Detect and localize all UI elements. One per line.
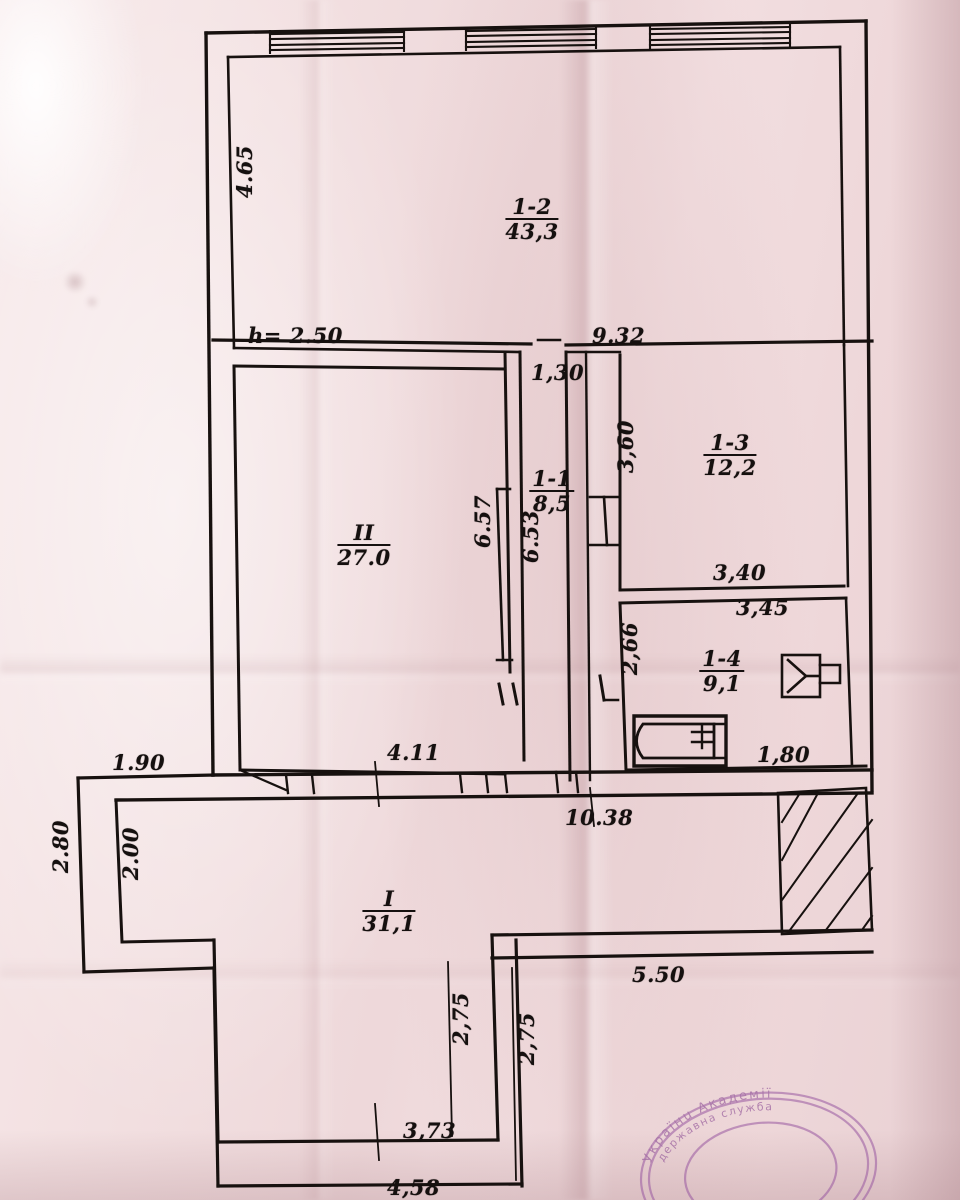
wall-divider-right-of-corridor [564, 339, 874, 347]
dim-3-60: 3,60 [613, 420, 638, 474]
wall-pier-e [503, 772, 509, 794]
paper-smudge-2 [84, 296, 100, 308]
room-area: 43,3 [505, 219, 559, 245]
wall-tick-a [238, 768, 288, 792]
door-opening-mark-b [511, 682, 519, 706]
wall-room-II-left [232, 364, 242, 772]
wall-upper-right-inner [838, 45, 846, 347]
dim-3-40: 3,40 [713, 560, 767, 585]
wall-1-3-bottom [618, 584, 846, 592]
dim-2-80: 2.80 [48, 820, 73, 874]
room-area: 8,5 [532, 491, 572, 517]
dim-6-57: 6.57 [470, 495, 495, 549]
wall-I-right-outer [514, 938, 524, 1188]
wall-pier-a [284, 773, 290, 795]
dim-4-11: 4.11 [387, 740, 441, 765]
dim-1-80: 1,80 [757, 742, 811, 767]
wall-I-bottom-right [490, 928, 874, 937]
dim-2-66: 2,66 [617, 622, 642, 676]
dim-1-90: 1.90 [112, 750, 166, 775]
wall-I-bottom-right-outer [490, 950, 874, 960]
wall-pier-g [574, 770, 580, 794]
wall-pier-c [458, 772, 464, 794]
wall-pier-b [310, 773, 316, 795]
dim-h: h= 2.50 [248, 323, 343, 348]
wall-room-II-top [232, 364, 507, 371]
sink-fixture [780, 653, 842, 699]
wall-mid-horizontal-inner [114, 791, 874, 802]
room-number: I [362, 888, 416, 913]
dim-2-75-a: 2,75 [448, 992, 473, 1046]
wall-upper-left-inner [226, 55, 236, 350]
paper-crease-vertical-2 [300, 0, 336, 1200]
wall-I-bottom-outer [216, 1182, 524, 1188]
dim-6-53: 6.53 [518, 510, 543, 564]
wall-I-left-inner [114, 798, 124, 944]
wall-pier-d [484, 772, 490, 794]
paper-edge-shadow-right [890, 0, 960, 1200]
wall-corridor-left [503, 350, 512, 674]
room-area: 9,1 [702, 671, 742, 697]
dimension-ticks [374, 761, 595, 1181]
bathtub-fixture [632, 714, 728, 768]
wall-1-4-left [618, 601, 628, 772]
wall-between-1-3-1-4 [602, 495, 609, 547]
room-number: 1-4 [699, 648, 745, 673]
wall-1-3-right [842, 343, 850, 588]
dim-2-00: 2.00 [118, 827, 143, 881]
wall-I-right-inner [490, 933, 500, 1142]
wall-corridor-right [564, 350, 572, 782]
room-number: 1-1 [529, 468, 575, 493]
wall-exterior-left-upper [204, 31, 215, 777]
dim-10-38: 10.38 [565, 805, 634, 830]
dim-5-50: 5.50 [632, 962, 686, 987]
wall-exterior-right-upper [864, 19, 874, 792]
wall-I-far-left [76, 776, 86, 974]
wall-corridor-left-inner [518, 350, 526, 762]
wall-pier-f [554, 770, 560, 794]
wall-I-outer-vertical [212, 966, 220, 1188]
wall-I-inner-step [120, 938, 216, 944]
wall-1-4-right [844, 596, 854, 768]
dim-9-32: 9.32 [592, 323, 646, 348]
wall-1-4-bottom [624, 764, 868, 772]
wall-corridor-right-outer [584, 350, 592, 782]
dim-3-45: 3,45 [736, 595, 790, 620]
window-symbols [268, 22, 792, 55]
room-number: 1-3 [703, 432, 757, 457]
room-area: 27.0 [337, 545, 391, 571]
paper-glare [0, 0, 150, 300]
wall-1-4-top [618, 596, 848, 605]
wall-I-bottom-left [82, 966, 216, 974]
dim-2-75-b: 2,75 [514, 1012, 539, 1066]
wall-top-inner-face [226, 45, 842, 59]
room-number: 1-2 [505, 196, 559, 221]
room-area: 12,2 [703, 455, 757, 481]
wall-corridor-left-segment [495, 487, 505, 662]
hatched-wall [776, 786, 874, 936]
wall-I-top-left-spur [76, 773, 215, 780]
wall-mid-horizontal-outer [211, 768, 874, 777]
wall-I-bottom-inner [216, 1138, 500, 1144]
wall-divider-under-1-2-inner [232, 346, 522, 354]
dim-4-58: 4,58 [387, 1175, 441, 1200]
wall-exterior-top [204, 19, 868, 35]
dim-1-30: 1,30 [531, 360, 585, 385]
room-number: II [337, 522, 391, 547]
dim-4-65: 4.65 [232, 145, 257, 199]
wall-divider-under-1-2 [211, 338, 533, 346]
door-opening-mark-c [598, 674, 606, 702]
dim-3-73: 3,73 [403, 1118, 457, 1143]
door-opening-mark-a [497, 682, 505, 706]
paper-crease-horizontal-2 [0, 960, 960, 990]
paper-smudge [62, 272, 88, 292]
room-area: 31,1 [362, 911, 416, 937]
